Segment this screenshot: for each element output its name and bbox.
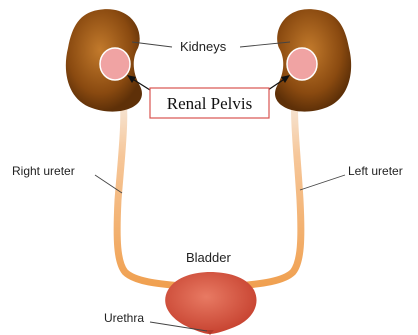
left-kidney [275,9,351,111]
left-renal-pelvis [287,48,317,80]
right-ureter-label: Right ureter [12,164,75,178]
bladder-label: Bladder [186,250,231,265]
renal-pelvis-label: Renal Pelvis [167,94,252,113]
kidneys-label: Kidneys [180,39,227,54]
urethra-label: Urethra [104,311,144,325]
left-ureter-leader [300,175,345,190]
right-renal-pelvis [100,48,130,80]
right-kidney [66,9,142,111]
bladder [165,272,256,334]
left-ureter-label: Left ureter [348,164,403,178]
